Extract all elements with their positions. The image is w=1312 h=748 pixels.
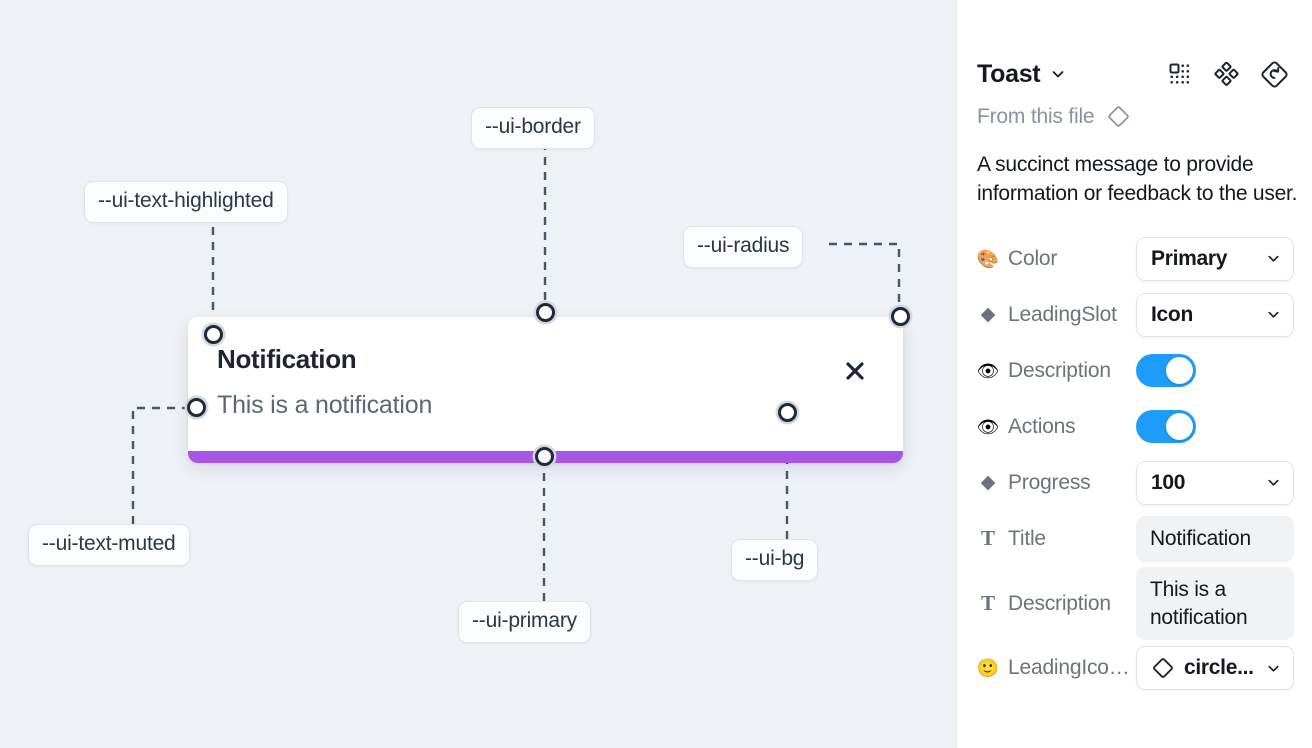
property-control: circle... [1136, 646, 1294, 691]
page-title: Toast [977, 59, 1041, 88]
toggle-knob [1166, 357, 1193, 385]
property-label-description: 👁 Description [977, 359, 1136, 383]
property-name: Title [1008, 526, 1046, 550]
property-name: Color [1008, 246, 1058, 270]
anchor-point-ui-radius[interactable] [891, 307, 910, 326]
property-row-title: T Title Notification [977, 511, 1294, 567]
leadingslot-select-value: Icon [1151, 302, 1193, 326]
anchor-point-ui-text-muted[interactable] [187, 398, 206, 417]
property-label-title: T Title [977, 527, 1136, 551]
property-control: Notification [1136, 516, 1294, 562]
design-canvas[interactable]: Notification This is a notification --ui… [0, 0, 956, 748]
diamond-outline-icon [1106, 104, 1131, 129]
progress-select-value: 100 [1151, 470, 1186, 494]
property-label-progress: ◆ Progress [977, 471, 1136, 495]
property-control: Icon [1136, 292, 1294, 337]
token-tag-ui-bg[interactable]: --ui-bg [731, 539, 819, 581]
header-icon-group [1168, 60, 1288, 88]
property-control: This is a notification [1136, 566, 1294, 641]
color-select[interactable]: Primary [1136, 236, 1294, 281]
property-row-leadingslot: ◆ LeadingSlot Icon [977, 287, 1294, 343]
reset-instance-icon[interactable] [1261, 60, 1288, 88]
token-tag-ui-radius[interactable]: --ui-radius [683, 226, 804, 268]
from-this-file-row: From this file [957, 96, 1312, 129]
property-name: Description [1008, 358, 1111, 382]
diamond-solid-icon: ◆ [980, 304, 996, 326]
anchor-point-ui-primary[interactable] [535, 447, 554, 466]
actions-toggle[interactable] [1136, 410, 1196, 444]
text-t-icon: T [980, 526, 995, 551]
smiley-emoji-icon: 🙂 [976, 658, 1000, 679]
property-label-leadingicon: 🙂 LeadingIcon... [977, 656, 1136, 680]
chevron-down-icon [1266, 661, 1281, 676]
palette-emoji-icon: 🎨 [976, 248, 1000, 269]
leadingslot-select[interactable]: Icon [1136, 292, 1294, 337]
diamond-outline-icon [1151, 656, 1175, 680]
leadingicon-select[interactable]: circle... [1136, 646, 1294, 691]
property-list: 🎨 Color Primary ◆ LeadingSlot [957, 209, 1312, 696]
description-input[interactable]: This is a notification [1136, 566, 1294, 641]
variants-diamond-cluster-icon[interactable] [1214, 61, 1239, 87]
property-label-leadingslot: ◆ LeadingSlot [977, 303, 1136, 327]
property-label-actions: 👁 Actions [977, 415, 1136, 439]
property-control [1136, 410, 1294, 444]
color-select-value: Primary [1151, 246, 1228, 270]
property-row-color: 🎨 Color Primary [977, 231, 1294, 287]
anchor-point-ui-border[interactable] [536, 303, 555, 322]
toast-description: This is a notification [217, 391, 433, 419]
eye-emoji-icon: 👁 [976, 360, 1000, 381]
toggle-knob [1166, 413, 1193, 441]
description-toggle[interactable] [1136, 354, 1196, 388]
properties-panel: Toast [956, 0, 1312, 748]
property-row-leadingicon: 🙂 LeadingIcon... circle... [977, 640, 1294, 696]
eye-emoji-icon: 👁 [976, 416, 1000, 437]
chevron-down-icon[interactable] [1050, 66, 1066, 82]
token-tag-ui-primary[interactable]: --ui-primary [458, 601, 591, 643]
property-row-description-text: T Description This is a notification [977, 566, 1294, 641]
from-this-file-label: From this file [977, 104, 1095, 128]
property-name: Actions [1008, 414, 1076, 438]
property-name: LeadingIcon... [1008, 656, 1136, 680]
property-row-actions-visibility: 👁 Actions [977, 399, 1294, 455]
progress-select[interactable]: 100 [1136, 460, 1294, 505]
anchor-point-ui-text-highlighted[interactable] [204, 325, 223, 344]
property-name: Description [1008, 591, 1111, 615]
diamond-solid-icon: ◆ [980, 472, 996, 494]
property-label-color: 🎨 Color [977, 247, 1136, 271]
chevron-down-icon [1266, 475, 1281, 490]
toast-title: Notification [217, 344, 357, 374]
close-icon[interactable] [841, 357, 869, 385]
chevron-down-icon [1266, 307, 1281, 322]
property-control [1136, 354, 1294, 388]
chevron-down-icon [1266, 251, 1281, 266]
toast-component-preview[interactable]: Notification This is a notification [188, 317, 903, 463]
property-label-description-text: T Description [977, 592, 1136, 616]
token-tag-ui-border[interactable]: --ui-border [471, 107, 595, 149]
panel-header: Toast [957, 0, 1312, 96]
property-name: LeadingSlot [1008, 302, 1117, 326]
property-row-progress: ◆ Progress 100 [977, 455, 1294, 511]
token-tag-ui-text-muted[interactable]: --ui-text-muted [28, 524, 190, 566]
component-grid-icon[interactable] [1168, 62, 1192, 86]
property-control: 100 [1136, 460, 1294, 505]
component-description: A succinct message to provide informatio… [977, 153, 1298, 205]
property-control: Primary [1136, 236, 1294, 281]
title-input[interactable]: Notification [1136, 516, 1294, 562]
token-tag-ui-text-highlighted[interactable]: --ui-text-highlighted [84, 181, 288, 223]
property-name: Progress [1008, 470, 1091, 494]
anchor-point-ui-bg[interactable] [778, 403, 797, 422]
leadingicon-select-value: circle... [1184, 656, 1254, 680]
text-t-icon: T [980, 591, 995, 616]
property-row-description-visibility: 👁 Description [977, 343, 1294, 399]
